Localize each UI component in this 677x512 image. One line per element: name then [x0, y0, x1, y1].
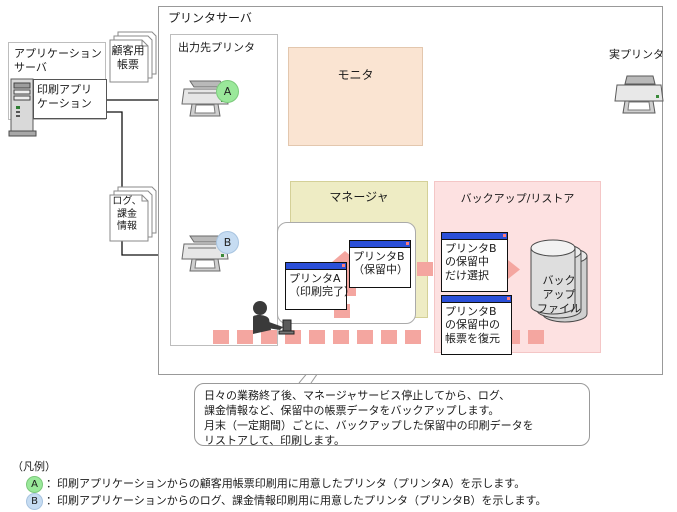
print-application-box — [33, 79, 107, 119]
log-billing-label: ログ、 課金 情報 — [112, 196, 142, 232]
window-close-dot-icon[interactable] — [507, 297, 510, 300]
monitor-box — [288, 47, 423, 146]
queue-window-printer-b[interactable]: プリンタB （保留中） — [349, 240, 411, 288]
printer-server-label: プリンタサーバ — [168, 11, 252, 25]
customer-forms-label: 顧客用 帳票 — [111, 44, 145, 71]
legend-text-a: ：印刷アプリケーションからの顧客用帳票印刷用に用意したプリンタ（プリンタA）を示… — [46, 477, 526, 490]
window-titlebar — [442, 233, 507, 240]
queue-window-printer-a-text: プリンタA （印刷完了） — [289, 272, 355, 299]
server-tower-icon — [8, 78, 37, 137]
arrow-app-to-printer-b — [107, 111, 181, 260]
printer-b-badge: B — [216, 231, 239, 254]
monitor-label: モニタ — [337, 68, 374, 82]
window-close-dot-icon[interactable] — [406, 242, 409, 245]
printer-a-badge: A — [216, 80, 239, 103]
legend-badge-b-label: B — [31, 496, 38, 507]
legend-badge-a-label: A — [31, 479, 38, 490]
legend-item-b: B ：印刷アプリケーションからのログ、課金情報印刷用に用意したプリンタ（プリンタ… — [26, 493, 546, 510]
legend-item-a: A ：印刷アプリケーションからの顧客用帳票印刷用に用意したプリンタ（プリンタA）… — [26, 476, 525, 493]
printer-a-badge-label: A — [223, 85, 232, 98]
backup-restore-label: バックアップ/リストア — [460, 192, 575, 205]
backup-select-window[interactable]: プリンタB の保留中 だけ選択 — [441, 232, 508, 292]
output-printers-panel — [170, 34, 278, 346]
callout-line-1: 日々の業務終了後、マネージャサービス停止してから、ログ、 — [204, 389, 511, 402]
real-printer-icon — [614, 75, 664, 114]
output-printers-label: 出力先プリンタ — [178, 41, 255, 54]
restore-window-text: プリンタB の保留中の 帳票を復元 — [445, 305, 500, 345]
person-at-terminal-icon — [253, 301, 295, 335]
restore-window[interactable]: プリンタB の保留中の 帳票を復元 — [441, 295, 512, 355]
real-printer-label: 実プリンタ — [609, 48, 664, 61]
window-titlebar — [350, 241, 410, 248]
window-titlebar — [442, 296, 511, 303]
backup-select-window-text: プリンタB の保留中 だけ選択 — [445, 242, 497, 282]
log-billing-doc-stack-icon — [109, 186, 157, 242]
app-server-label: アプリケーション サーバ — [14, 47, 102, 74]
callout-line-3: 月末（一定期間）ごとに、バックアップした保留中の印刷データを — [204, 419, 534, 432]
legend-badge-a: A — [26, 476, 43, 493]
window-titlebar — [286, 263, 346, 270]
customer-forms-doc-stack-icon — [109, 31, 157, 83]
queue-window-printer-b-text: プリンタB （保留中） — [353, 250, 408, 277]
legend-title: （凡例） — [12, 460, 56, 473]
callout-line-4: リストアして、印刷します。 — [204, 434, 346, 447]
window-close-dot-icon[interactable] — [503, 234, 506, 237]
window-close-dot-icon[interactable] — [342, 264, 345, 267]
callout-bubble — [194, 383, 590, 446]
callout-line-2: 課金情報など、保留中の帳票データをバックアップします。 — [204, 404, 500, 417]
print-application-label: 印刷アプリ ケーション — [37, 83, 92, 110]
backup-file-label: バック アップ ファイル — [537, 274, 581, 315]
legend-badge-b: B — [26, 493, 43, 510]
database-cylinder-icon — [530, 239, 588, 323]
printer-b-badge-label: B — [223, 236, 232, 249]
queue-window-printer-a[interactable]: プリンタA （印刷完了） — [285, 262, 355, 310]
legend-text-b: ：印刷アプリケーションからのログ、課金情報印刷用に用意したプリンタ（プリンタB）… — [46, 494, 547, 507]
manager-label: マネージャ — [329, 190, 389, 204]
